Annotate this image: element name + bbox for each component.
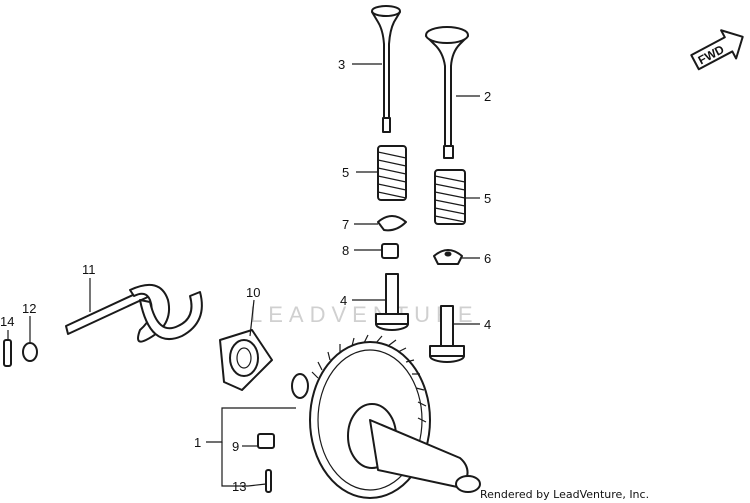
tappet-right <box>429 305 465 363</box>
callout-11: 11 <box>82 262 96 277</box>
valve-exhaust <box>425 26 469 159</box>
credit-text: Rendered by LeadVenture, Inc. <box>480 488 649 501</box>
callout-8: 8 <box>342 243 349 258</box>
callout-12: 12 <box>22 301 36 316</box>
watermark-text: LEADVENTURE <box>250 302 479 327</box>
callout-9: 9 <box>232 439 239 454</box>
callout-5-right: 5 <box>484 191 491 206</box>
governor-bracket <box>139 291 203 341</box>
callout-1: 1 <box>194 435 201 450</box>
callout-13: 13 <box>232 479 246 494</box>
callout-7: 7 <box>342 217 349 232</box>
pin <box>3 339 12 367</box>
tappet-left <box>375 273 409 331</box>
cam-key <box>257 433 275 449</box>
valve-spring-right <box>434 169 466 225</box>
callout-10: 10 <box>246 285 260 300</box>
spring-retainer <box>377 215 407 232</box>
callout-14: 14 <box>0 314 14 329</box>
cam-pin <box>265 469 272 493</box>
callout-4-left: 4 <box>340 293 347 308</box>
valve-rotator <box>381 243 399 259</box>
callout-5-left: 5 <box>342 165 349 180</box>
fwd-arrow: FWD <box>690 29 744 71</box>
washer <box>22 342 38 362</box>
callout-4-right: 4 <box>484 317 491 332</box>
camshaft-gear <box>291 334 481 499</box>
valve-cap <box>433 249 463 265</box>
leader-lines <box>7 63 480 487</box>
governor-holder <box>219 329 273 391</box>
callout-3: 3 <box>338 57 345 72</box>
valve-spring-left <box>377 145 407 201</box>
callout-6: 6 <box>484 251 491 266</box>
callout-2: 2 <box>484 89 491 104</box>
valve-intake <box>371 5 401 133</box>
